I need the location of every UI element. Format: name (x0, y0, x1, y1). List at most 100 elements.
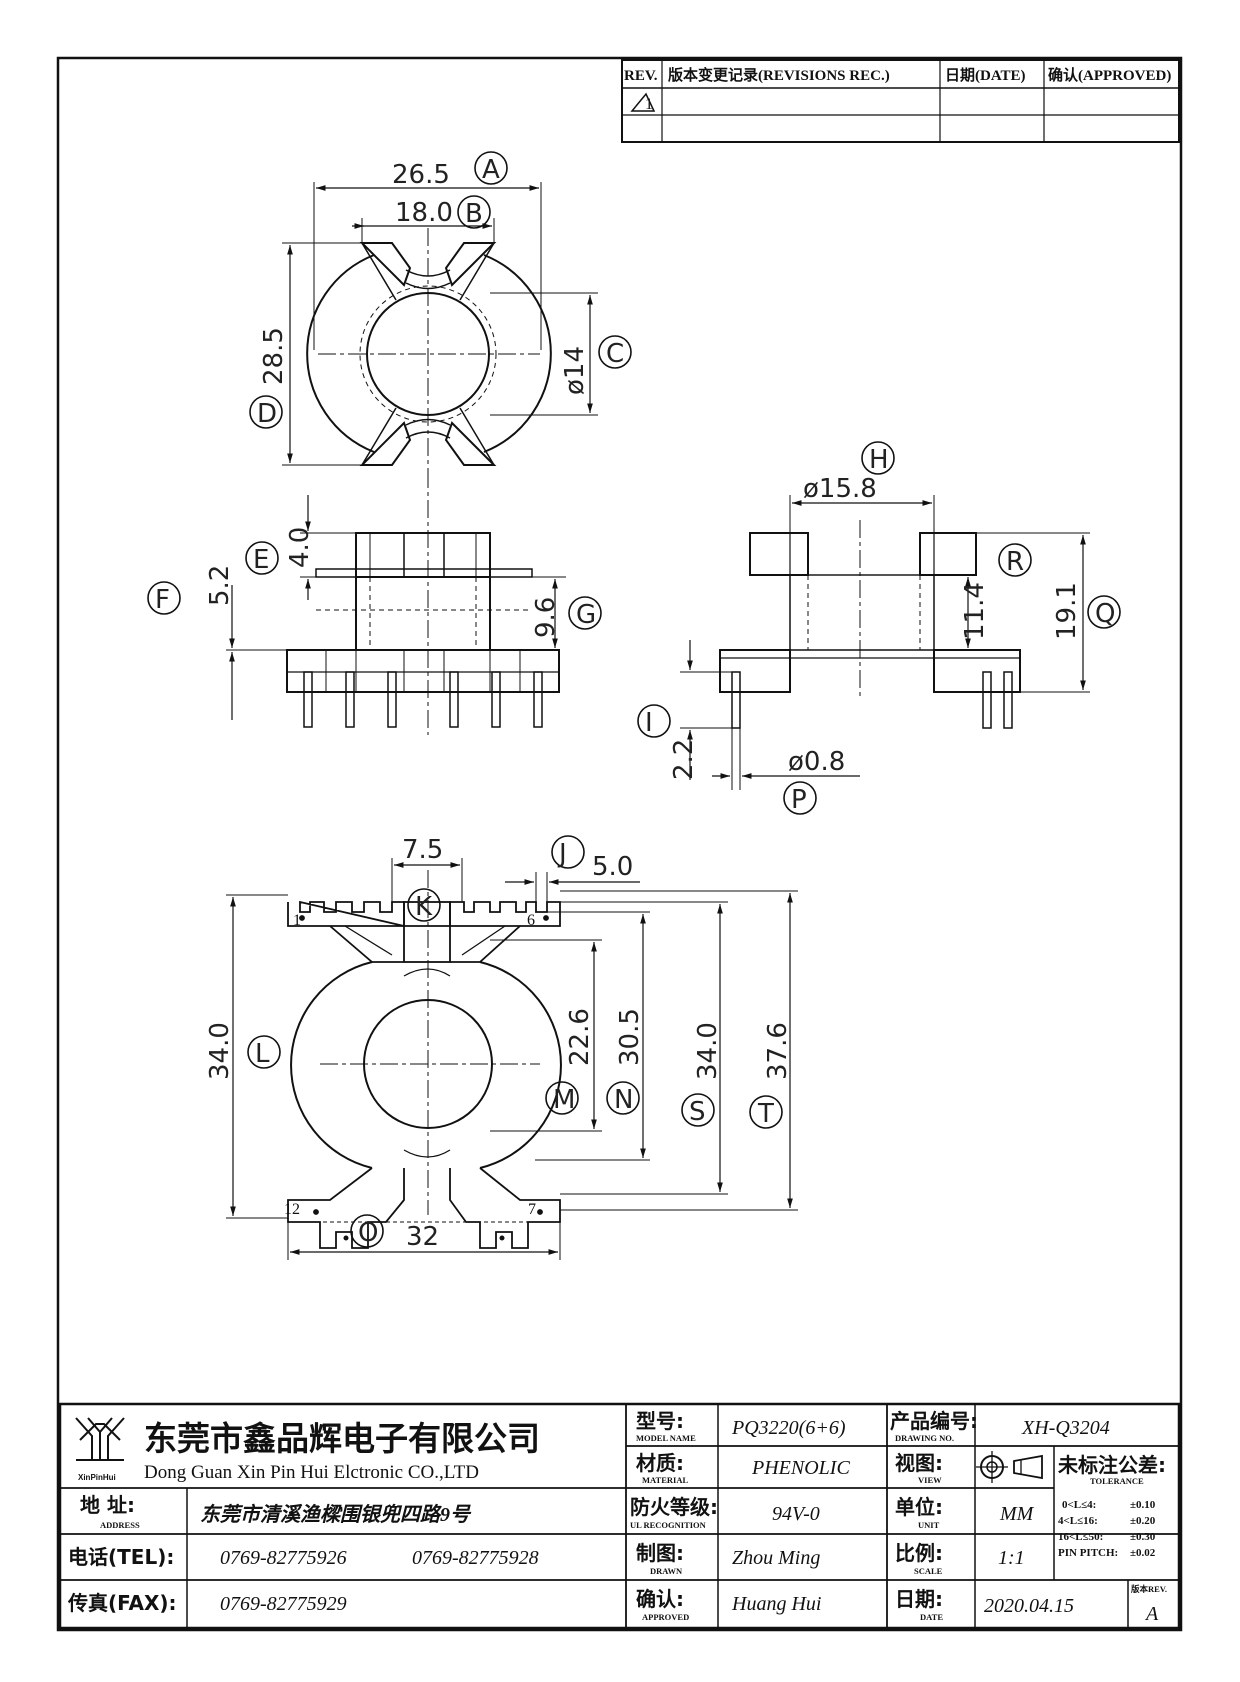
tolerance-range-2: 4<L≤16: (1058, 1515, 1098, 1527)
model-value: PQ3220(6+6) (731, 1417, 846, 1439)
tolerance-value-2: ±0.20 (1130, 1515, 1156, 1527)
fax-value: 0769-82775929 (220, 1593, 347, 1615)
dim-s-letter: S (689, 1097, 706, 1127)
dim-p-value: ø0.8 (788, 747, 845, 777)
dim-g-value: 9.6 (531, 597, 561, 638)
view-label: 视图: (895, 1451, 943, 1475)
tolerance-label: 未标注公差: (1058, 1453, 1166, 1477)
unit-sub: UNIT (918, 1520, 940, 1530)
tolerance-value-1: ±0.10 (1130, 1499, 1156, 1511)
dim-p-letter: P (791, 785, 807, 815)
drawn-sub: DRAWN (650, 1566, 683, 1576)
drawn-label: 制图: (636, 1541, 684, 1565)
dim-i-letter: I (645, 708, 653, 738)
dim-h-letter: H (869, 445, 889, 475)
material-value: PHENOLIC (751, 1457, 850, 1479)
dim-e-value: 4.0 (285, 527, 315, 568)
ul-sub: UL RECOGNITION (630, 1520, 707, 1530)
pin-12-label: 12 (284, 1201, 300, 1218)
dim-d-value: 28.5 (259, 327, 289, 385)
approved-value: Huang Hui (731, 1593, 821, 1615)
dim-q-value: 19.1 (1052, 582, 1082, 640)
revision-approved-header: 确认(APPROVED) (1048, 66, 1171, 84)
revision-table (621, 59, 1180, 143)
approved-sub: APPROVED (642, 1612, 689, 1622)
dim-i-value: 2.2 (669, 739, 699, 780)
company-name-en: Dong Guan Xin Pin Hui Elctronic CO.,LTD (144, 1462, 479, 1483)
revisions-record-header: 版本变更记录(REVISIONS REC.) (668, 66, 890, 84)
dim-r-letter: R (1006, 547, 1024, 577)
pin-1-label: 1 (293, 912, 301, 929)
ul-value: 94V-0 (772, 1503, 820, 1525)
dim-a-value: 26.5 (392, 160, 450, 190)
revision-date-header: 日期(DATE) (945, 66, 1026, 84)
scale-value: 1:1 (998, 1547, 1025, 1569)
pin-6-label: 6 (527, 912, 535, 929)
rev-value: A (1144, 1603, 1159, 1625)
dim-q-letter: Q (1095, 599, 1115, 629)
revision-row-1-rev: 1 (645, 96, 653, 113)
address-value: 东莞市清溪渔樑围银兜四路9号 (200, 1503, 472, 1526)
dim-c-value: ø14 (560, 346, 590, 395)
dim-j-letter: J (557, 839, 567, 869)
dim-a-letter: A (482, 155, 500, 185)
drawing-no-label: 产品编号: (890, 1409, 978, 1433)
label-h-circle (861, 441, 895, 475)
side-view (637, 441, 1121, 815)
model-label: 型号: (636, 1409, 684, 1433)
date-sub: DATE (920, 1612, 943, 1622)
dim-f-value: 5.2 (205, 565, 235, 606)
dim-f-letter: F (155, 585, 170, 615)
dim-t-value: 37.6 (763, 1022, 793, 1080)
rev-header: REV. (624, 68, 658, 84)
dim-s-value: 34.0 (693, 1022, 723, 1080)
tel-value-1: 0769-82775926 (220, 1547, 347, 1569)
dim-g-letter: G (576, 600, 596, 630)
label-l-circle (247, 1035, 281, 1069)
label-q-circle (1087, 595, 1121, 629)
tolerance-range-4: PIN PITCH: (1058, 1547, 1118, 1559)
dim-r-value: 11.4 (960, 582, 990, 640)
label-d-circle (249, 395, 283, 429)
drawing-no-sub: DRAWING NO. (895, 1433, 954, 1443)
scale-label: 比例: (895, 1541, 943, 1565)
label-j-circle (551, 835, 585, 869)
label-r-circle (998, 543, 1032, 577)
label-p-circle (783, 781, 817, 815)
approved-label: 确认: (636, 1587, 684, 1611)
tolerance-range-1: 0<L≤4: (1062, 1499, 1096, 1511)
label-t-circle (749, 1095, 783, 1129)
fax-label: 传真(FAX): (67, 1591, 177, 1615)
model-sub: MODEL NAME (636, 1433, 696, 1443)
top-view (249, 151, 632, 470)
unit-label: 单位: (895, 1495, 943, 1519)
ul-label: 防火等级: (630, 1495, 718, 1519)
dim-l-value: 34.0 (205, 1022, 235, 1080)
rev-label: 版本REV. (1130, 1584, 1167, 1594)
material-label: 材质: (636, 1451, 684, 1475)
sheet-border (56, 56, 1183, 1632)
front-view (147, 470, 602, 735)
title-block (58, 1402, 1181, 1630)
projection-cone-icon (1013, 1454, 1043, 1480)
company-name-cn: 东莞市鑫品辉电子有限公司 (144, 1419, 540, 1458)
label-e-circle (245, 541, 279, 575)
date-value: 2020.04.15 (984, 1595, 1074, 1617)
dim-j-value: 5.0 (592, 852, 633, 882)
pin-7-label: 7 (528, 1201, 536, 1218)
view-sub: VIEW (918, 1475, 942, 1485)
dim-k-value: 7.5 (402, 835, 443, 865)
date-label: 日期: (895, 1587, 943, 1611)
dim-c-letter: C (606, 339, 624, 369)
label-i-circle (637, 704, 671, 738)
label-m-circle (545, 1081, 579, 1115)
logo-text: XinPinHui (78, 1473, 116, 1482)
dim-o-letter: O (358, 1218, 378, 1248)
tolerance-range-3: 16<L≤50: (1058, 1531, 1103, 1543)
dim-t-letter: T (757, 1099, 774, 1129)
tolerance-value-3: ±0.30 (1130, 1531, 1156, 1543)
label-b-circle (457, 195, 491, 229)
tolerance-value-4: ±0.02 (1130, 1547, 1156, 1559)
revision-triangle-icon (630, 92, 656, 112)
